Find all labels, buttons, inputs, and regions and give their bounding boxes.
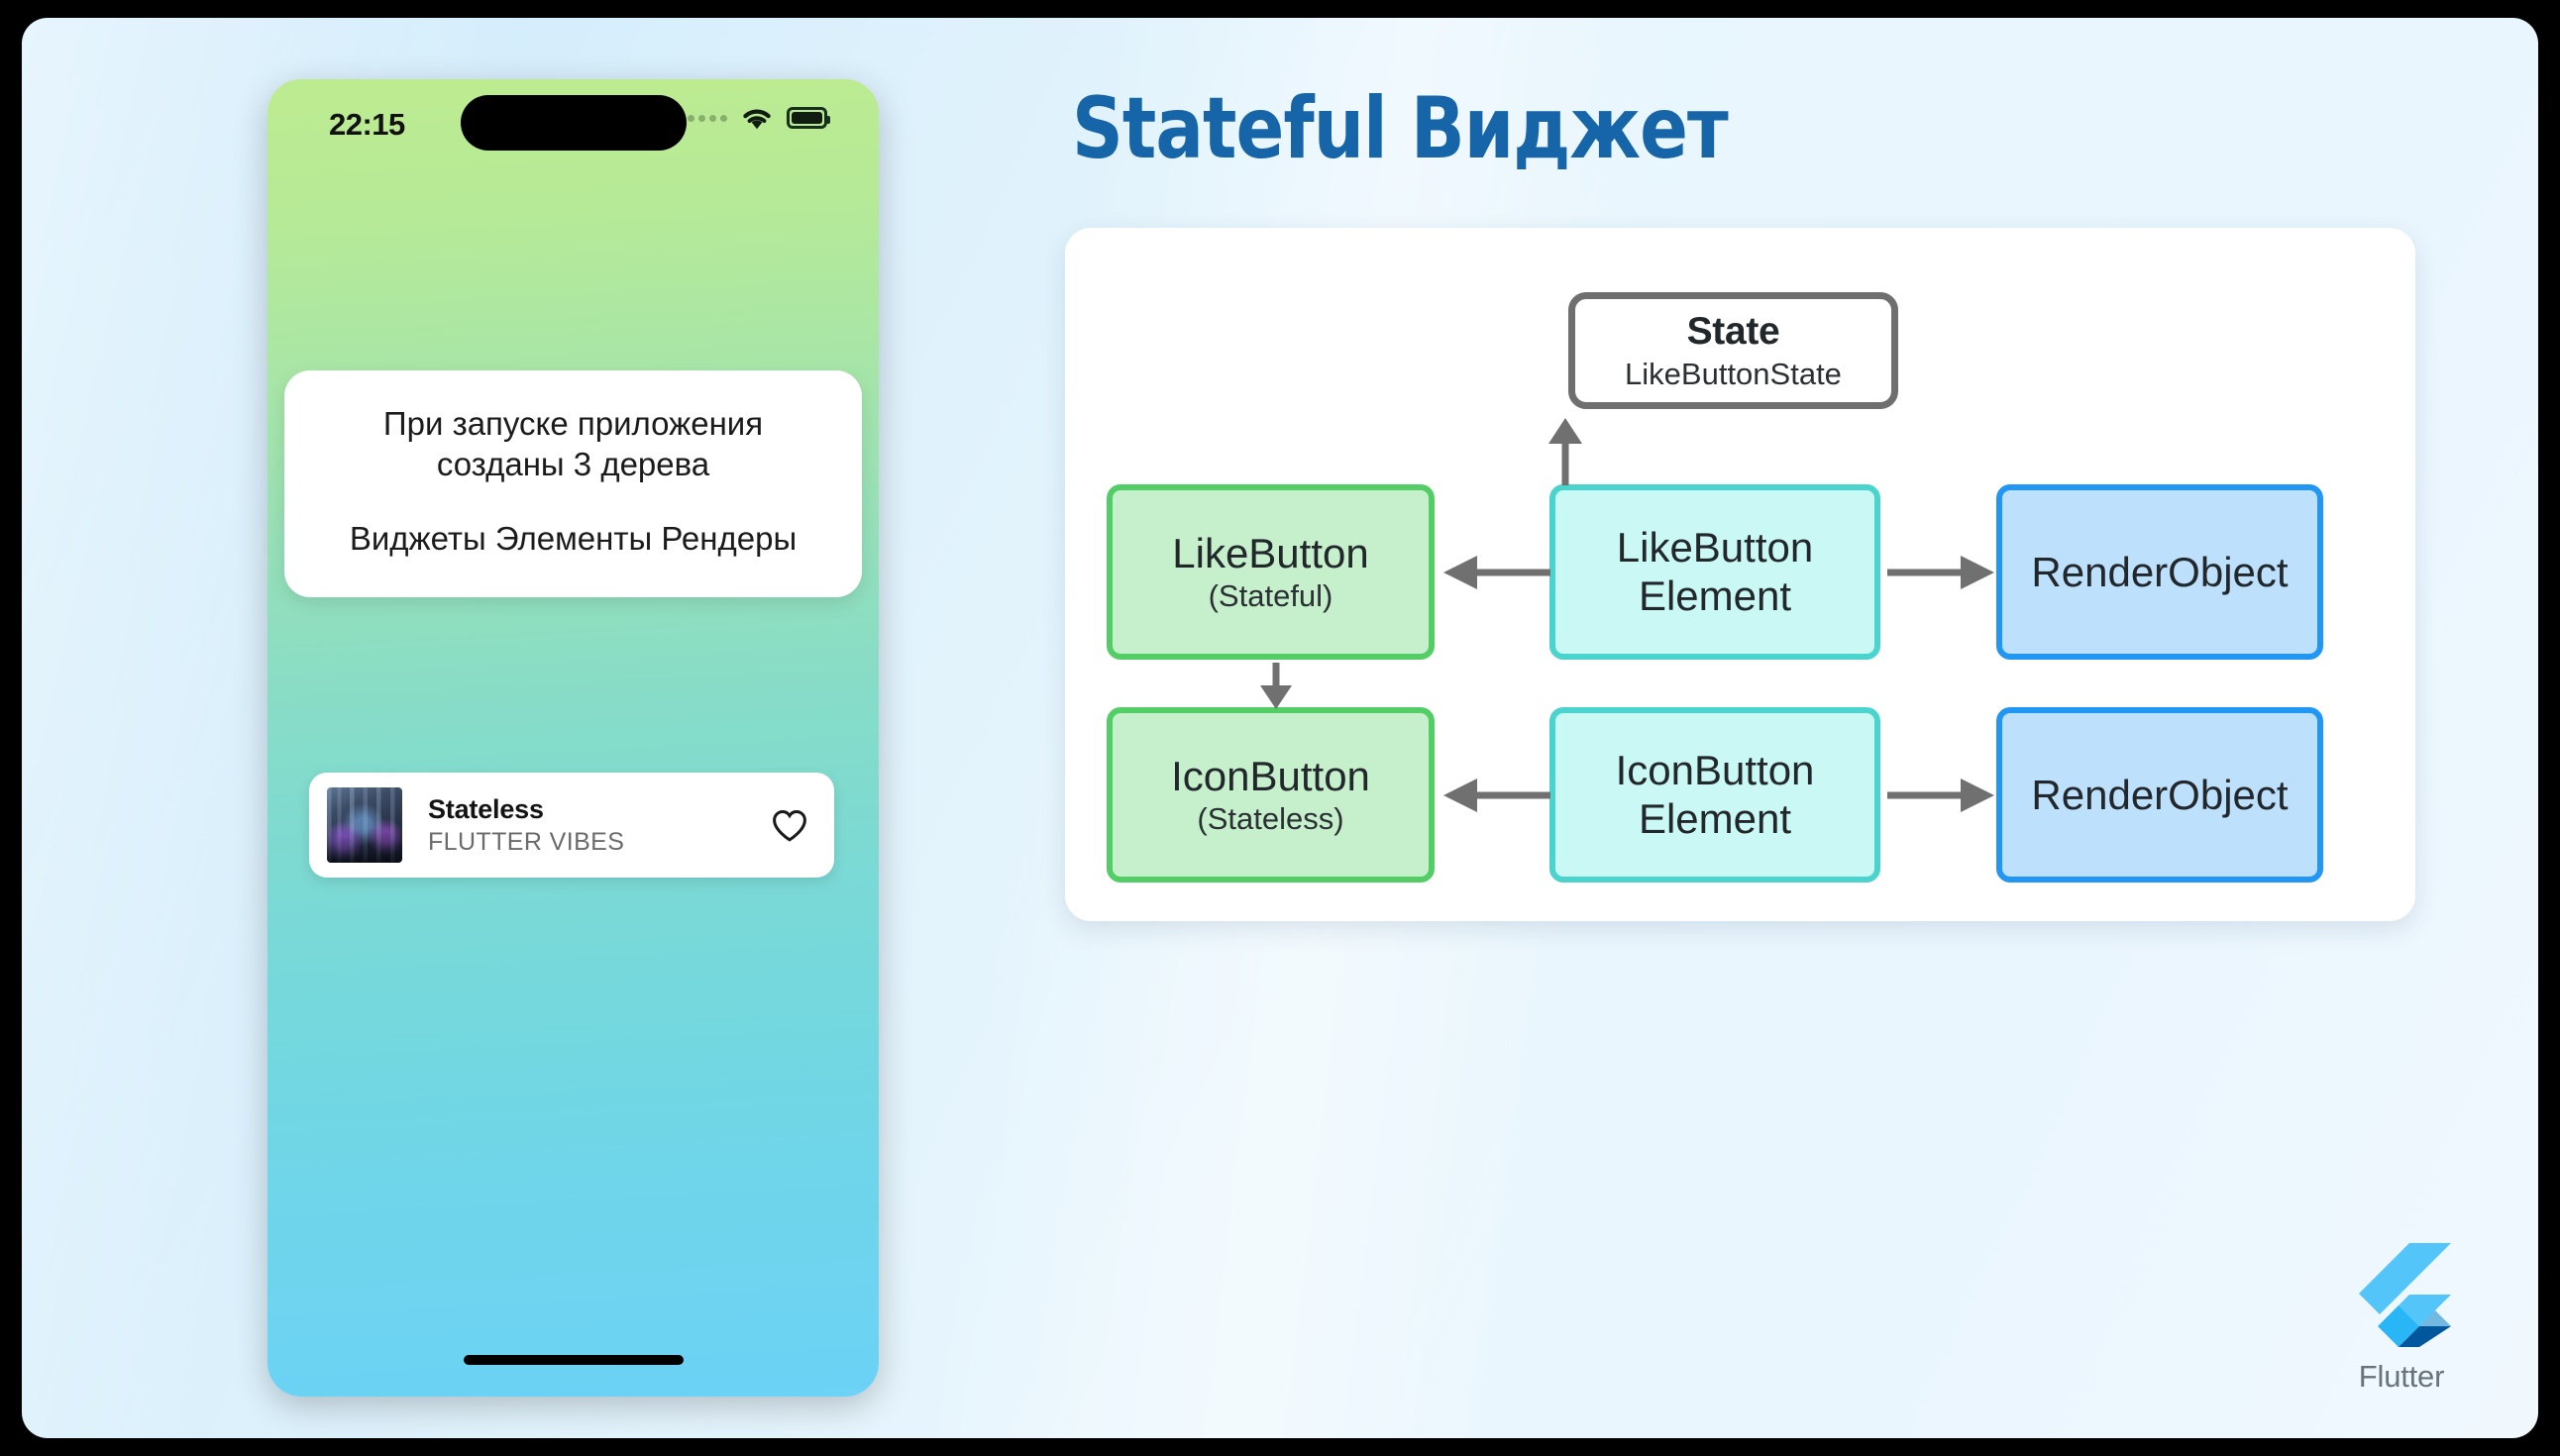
arrow-left-element-to-widget-1 — [1441, 555, 1552, 595]
track-card[interactable]: Stateless FLUTTER VIBES — [309, 773, 834, 878]
battery-icon — [787, 107, 830, 129]
flutter-logo-icon — [2350, 1241, 2453, 1353]
track-title: Stateless — [428, 793, 544, 824]
node-state-subtitle: LikeButtonState — [1625, 356, 1842, 391]
wifi-icon — [740, 105, 774, 131]
track-subtitle: FLUTTER VIBES — [428, 827, 625, 856]
diagram-node-renderobject-1: RenderObject — [1996, 484, 2323, 660]
slide-canvas: 22:15 При з — [22, 18, 2538, 1438]
node-ib-element-subtitle: Element — [1638, 794, 1792, 842]
track-meta: Stateless FLUTTER VIBES — [428, 794, 767, 857]
flutter-branding: Flutter — [2338, 1241, 2465, 1395]
diagram-node-iconbutton-element: IconButton Element — [1549, 707, 1880, 883]
node-iconbutton-subtitle: (Stateless) — [1197, 801, 1344, 836]
node-lb-element-title: LikeButton — [1616, 523, 1814, 571]
diagram-panel: State LikeButtonState LikeButton (Statef… — [1065, 228, 2415, 921]
info-card-line-2: созданы 3 дерева — [436, 445, 710, 482]
album-art-image — [327, 787, 402, 863]
arrow-up-element-to-state — [1536, 416, 1595, 492]
phone-mockup: 22:15 При з — [267, 79, 879, 1397]
diagram-node-renderobject-2: RenderObject — [1996, 707, 2323, 883]
arrow-right-element-to-render-1 — [1885, 555, 1996, 595]
node-likebutton-title: LikeButton — [1172, 530, 1369, 576]
info-card-line-3: Виджеты Элементы Рендеры — [349, 519, 798, 557]
diagram-node-likebutton-element: LikeButton Element — [1549, 484, 1880, 660]
node-renderobject-2-title: RenderObject — [2031, 771, 2289, 818]
node-iconbutton-title: IconButton — [1171, 753, 1370, 799]
heart-outline-icon[interactable] — [767, 802, 812, 848]
info-card: При запуске приложения созданы 3 дерева … — [284, 370, 862, 597]
info-card-line-1: При запуске приложения — [382, 405, 764, 442]
arrow-down-likebutton-to-iconbutton — [1246, 662, 1306, 716]
phone-status-bar: 22:15 — [267, 79, 879, 164]
node-ib-element-title: IconButton — [1615, 746, 1815, 793]
page-title: Stateful Виджет — [1072, 79, 1729, 178]
node-lb-element-subtitle: Element — [1638, 572, 1792, 619]
diagram-node-state: State LikeButtonState — [1568, 292, 1898, 409]
diagram-node-likebutton: LikeButton (Stateful) — [1107, 484, 1435, 660]
info-card-spacer — [314, 485, 832, 519]
home-indicator — [463, 1355, 684, 1365]
node-state-title: State — [1686, 309, 1780, 353]
status-bar-clock: 22:15 — [329, 107, 405, 142]
arrow-right-element-to-render-2 — [1885, 778, 1996, 818]
arrow-left-element-to-widget-2 — [1441, 778, 1552, 818]
signal-dots-icon — [688, 114, 727, 122]
flutter-logo-label: Flutter — [2358, 1359, 2445, 1394]
node-likebutton-subtitle: (Stateful) — [1208, 578, 1333, 613]
node-renderobject-1-title: RenderObject — [2031, 548, 2289, 595]
diagram-node-iconbutton: IconButton (Stateless) — [1107, 707, 1435, 883]
dynamic-island-notch — [460, 95, 687, 151]
status-bar-icons — [688, 105, 830, 131]
